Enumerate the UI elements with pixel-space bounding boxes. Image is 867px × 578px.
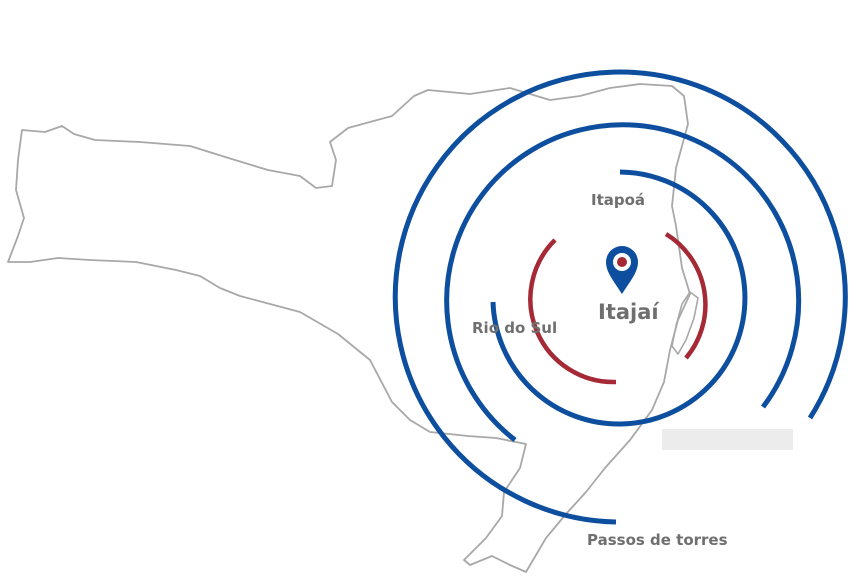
coverage-ring-3 — [444, 122, 802, 442]
coverage-ring-1 — [664, 232, 708, 360]
city-label-passos-de-torres: Passos de torres — [587, 531, 728, 549]
coverage-ring-1-left — [528, 238, 617, 385]
map-pin-icon — [606, 246, 638, 294]
legend-placeholder — [662, 429, 793, 450]
city-label-center: Itajaí — [598, 300, 660, 324]
city-label-rio-do-sul: Rio do Sul — [472, 319, 557, 337]
coverage-ring-2 — [490, 169, 748, 427]
island-outline — [671, 291, 699, 355]
region-outline — [7, 83, 691, 573]
pin-center — [617, 257, 627, 267]
coverage-ring-4 — [392, 69, 848, 525]
city-label-itapoa: Itapoá — [591, 191, 645, 209]
